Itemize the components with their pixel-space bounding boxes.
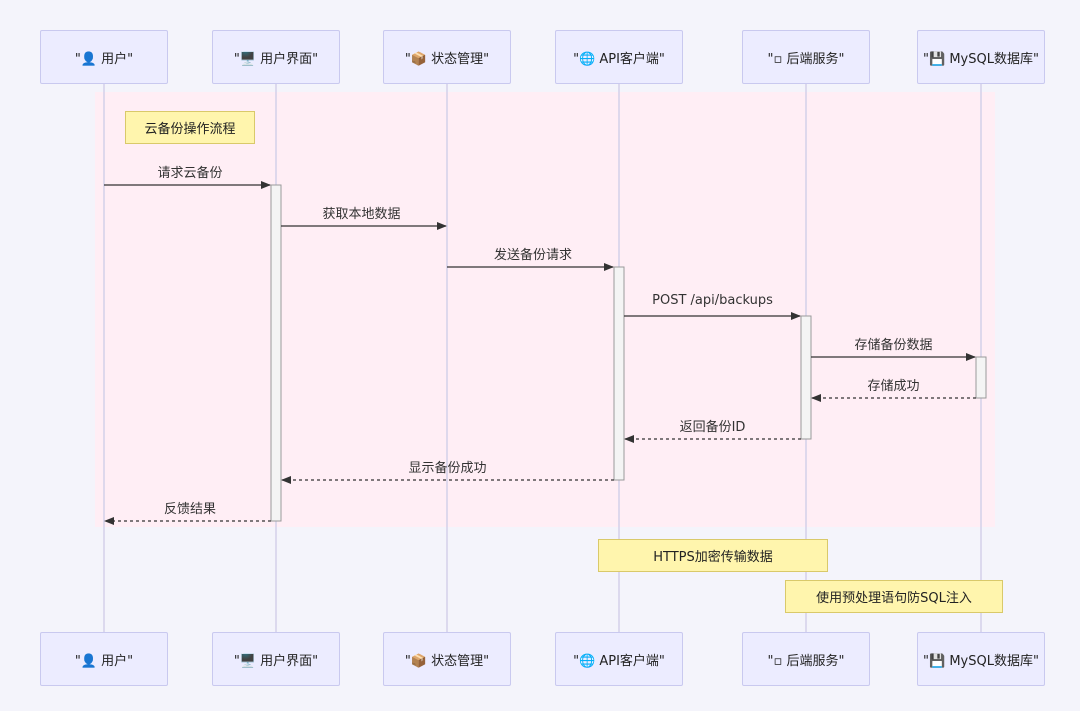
actor-state-top: "📦 状态管理" [383, 30, 511, 84]
actor-ui-top: "🖥️ 用户界面" [212, 30, 340, 84]
message-label-7: 返回备份ID [679, 420, 746, 435]
activation-api [613, 266, 625, 481]
message-label-9: 反馈结果 [163, 502, 217, 517]
loop-label-note: 云备份操作流程 [125, 111, 255, 144]
message-label-5: 存储备份数据 [854, 338, 933, 353]
activation-ui [270, 184, 282, 522]
actor-backend-top: "▫ 后端服务" [742, 30, 870, 84]
message-label-8: 显示备份成功 [408, 461, 487, 476]
activation-backend [800, 315, 812, 440]
message-label-6: 存储成功 [867, 379, 920, 394]
actor-user-bottom: "👤 用户" [40, 632, 168, 686]
actor-state-bottom: "📦 状态管理" [383, 632, 511, 686]
actor-ui-bottom: "🖥️ 用户界面" [212, 632, 340, 686]
message-label-1: 请求云备份 [157, 166, 223, 181]
message-label-4: POST /api/backups [652, 293, 773, 308]
actor-backend-bottom: "▫ 后端服务" [742, 632, 870, 686]
actor-user-top: "👤 用户" [40, 30, 168, 84]
note-api: HTTPS加密传输数据 [598, 539, 828, 572]
actor-db-top: "💾 MySQL数据库" [917, 30, 1045, 84]
actor-db-bottom: "💾 MySQL数据库" [917, 632, 1045, 686]
actor-api-bottom: "🌐 API客户端" [555, 632, 683, 686]
message-label-3: 发送备份请求 [493, 248, 573, 263]
actor-api-top: "🌐 API客户端" [555, 30, 683, 84]
loop-region [95, 92, 995, 527]
note-backend: 使用预处理语句防SQL注入 [785, 580, 1003, 613]
message-label-2: 获取本地数据 [322, 207, 401, 222]
activation-db [975, 356, 987, 399]
